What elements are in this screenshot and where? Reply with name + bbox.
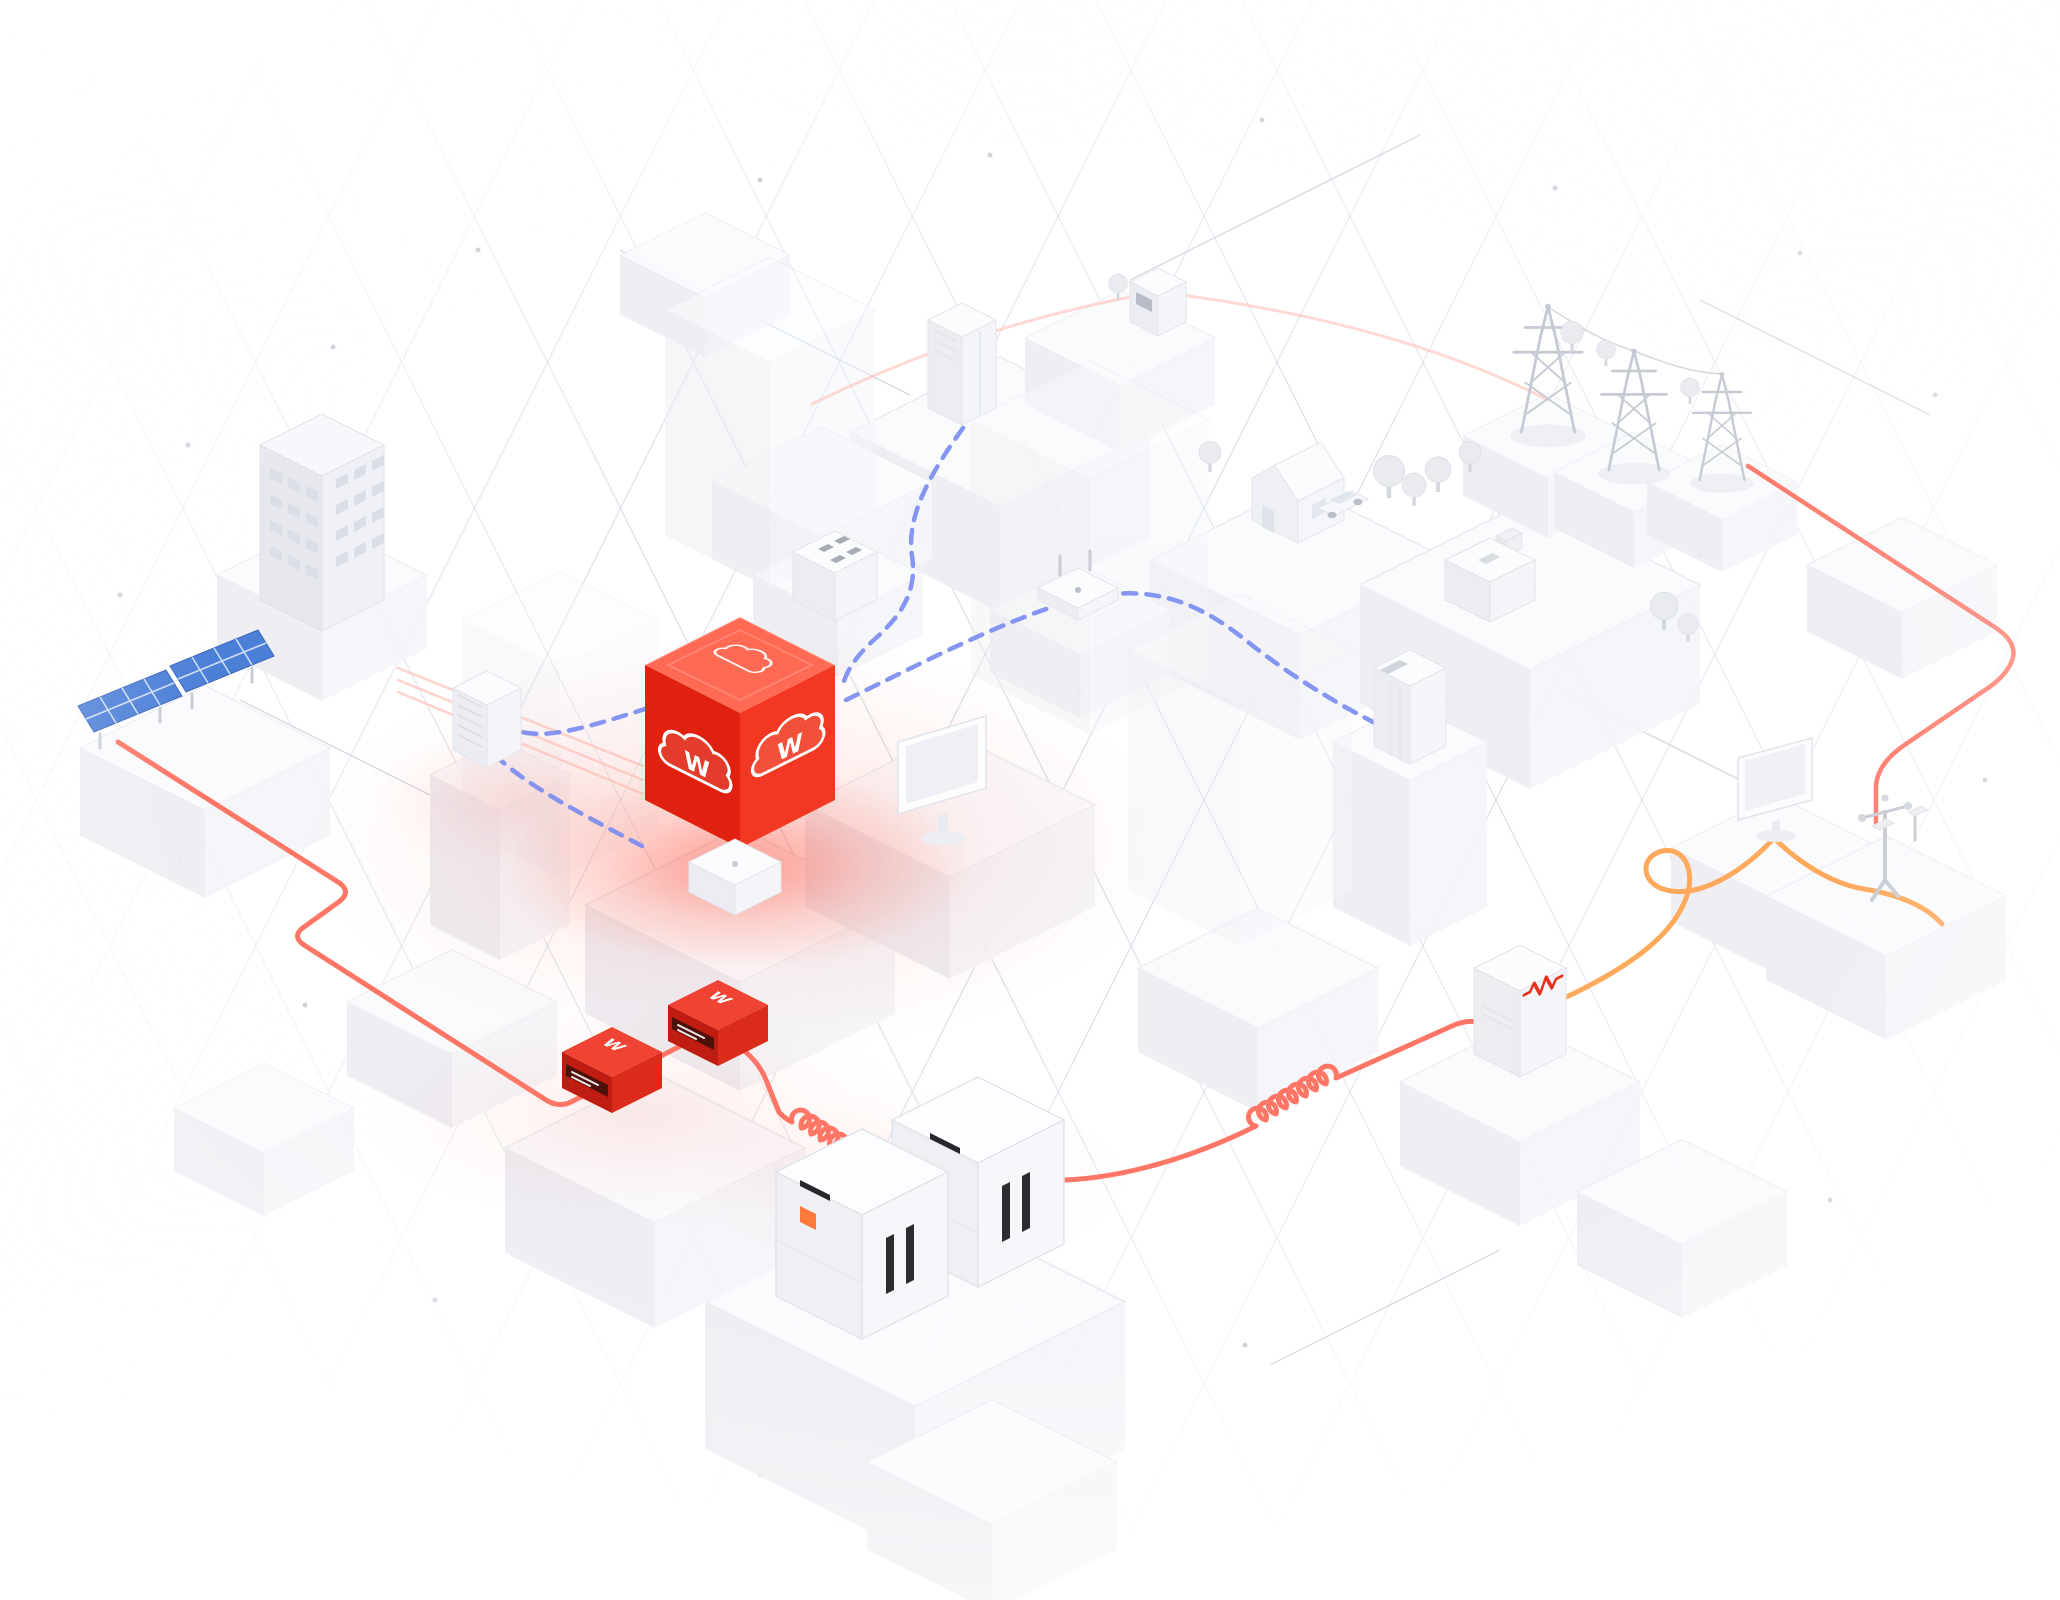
battery-cabinet [1372, 649, 1448, 765]
car-wheel [1327, 511, 1337, 519]
office-building [258, 413, 386, 632]
anemometer-cup [1904, 802, 1912, 810]
server-cabinet [926, 302, 998, 426]
platform-block [1806, 517, 1998, 680]
screen-base [1756, 830, 1796, 842]
inverter-unit [1472, 944, 1568, 1078]
junction-led [732, 861, 738, 867]
platform-block [173, 1062, 355, 1217]
vent-slot [1002, 1182, 1010, 1242]
smart-meter [1128, 267, 1188, 337]
tree [1680, 377, 1700, 405]
car-wheel [1353, 498, 1363, 506]
transmission-tower [1596, 347, 1672, 486]
vent-slot [906, 1224, 914, 1284]
battery-storage-unit-front [774, 1128, 950, 1341]
tree [1373, 455, 1405, 499]
tree [1560, 320, 1584, 353]
platform-block [1127, 593, 1353, 947]
monitor-base [921, 831, 965, 845]
cloud-platform-hub: W W [644, 615, 836, 848]
control-cabinet [451, 670, 523, 768]
tree [1424, 456, 1452, 493]
anemometer-cup [1881, 794, 1889, 802]
anemometer-cup [1858, 814, 1866, 822]
router-led [1075, 587, 1081, 593]
platform-block [1137, 907, 1379, 1113]
tree [1596, 339, 1616, 367]
transmission-tower [1688, 370, 1756, 494]
vent-slot [886, 1234, 894, 1294]
tree [1401, 472, 1427, 507]
vent-slot [1022, 1172, 1030, 1232]
